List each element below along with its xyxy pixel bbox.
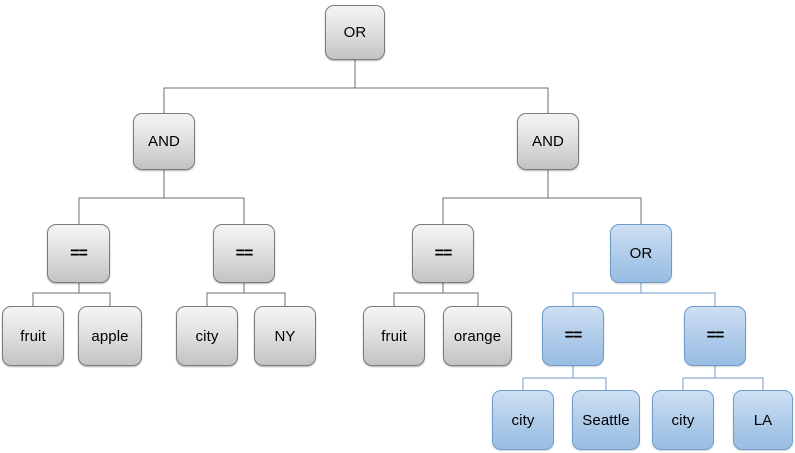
tree-node-label: LA xyxy=(753,411,773,429)
tree-edge-eq-blue-2-to-leaf-city3 xyxy=(682,366,716,390)
tree-edge-and-right-to-eq-3 xyxy=(442,170,549,224)
tree-edge-eq-3-to-leaf-fruit2 xyxy=(393,283,444,306)
tree-node-leaf-la[interactable]: LA xyxy=(733,390,793,450)
tree-edge-and-left-to-eq-1 xyxy=(78,170,165,224)
tree-edge-or-blue-to-eq-blue-2 xyxy=(640,283,716,306)
tree-node-leaf-apple[interactable]: apple xyxy=(78,306,142,366)
tree-node-or-blue[interactable]: OR xyxy=(610,224,672,283)
tree-edge-eq-blue-1-to-leaf-seattle xyxy=(572,366,607,390)
tree-node-label: == xyxy=(235,244,254,262)
tree-node-label: OR xyxy=(343,24,367,41)
tree-node-leaf-city1[interactable]: city xyxy=(176,306,238,366)
tree-node-leaf-city2[interactable]: city xyxy=(492,390,554,450)
tree-edge-eq-1-to-leaf-apple xyxy=(78,283,111,306)
tree-node-label: Seattle xyxy=(582,411,630,429)
tree-edge-root-to-and-left xyxy=(163,60,356,113)
tree-node-label: == xyxy=(434,244,453,262)
tree-node-leaf-seattle[interactable]: Seattle xyxy=(572,390,640,450)
tree-node-eq-blue-1[interactable]: == xyxy=(542,306,604,366)
tree-edge-eq-3-to-leaf-orange xyxy=(442,283,479,306)
tree-edge-and-left-to-eq-2 xyxy=(163,170,245,224)
tree-node-label: city xyxy=(511,411,535,429)
tree-node-leaf-fruit1[interactable]: fruit xyxy=(2,306,64,366)
tree-edge-eq-blue-1-to-leaf-city2 xyxy=(522,366,574,390)
tree-node-eq-blue-2[interactable]: == xyxy=(684,306,746,366)
tree-node-label: city xyxy=(195,327,219,345)
tree-node-label: AND xyxy=(148,133,180,150)
tree-node-leaf-orange[interactable]: orange xyxy=(443,306,512,366)
tree-edge-eq-2-to-leaf-city1 xyxy=(206,283,245,306)
tree-node-leaf-city3[interactable]: city xyxy=(652,390,714,450)
tree-node-label: fruit xyxy=(381,327,407,345)
tree-node-root[interactable]: OR xyxy=(325,5,385,60)
tree-node-eq-1[interactable]: == xyxy=(47,224,110,283)
tree-node-label: == xyxy=(70,244,88,262)
tree-node-and-left[interactable]: AND xyxy=(133,113,195,170)
tree-edge-eq-2-to-leaf-ny xyxy=(243,283,286,306)
tree-node-label: city xyxy=(671,411,695,429)
tree-edge-root-to-and-right xyxy=(354,60,549,113)
tree-node-label: == xyxy=(564,327,583,344)
tree-node-label: fruit xyxy=(20,327,46,345)
tree-node-label: NY xyxy=(274,327,296,345)
tree-edge-eq-1-to-leaf-fruit1 xyxy=(32,283,80,306)
tree-node-eq-3[interactable]: == xyxy=(412,224,474,283)
tree-edge-or-blue-to-eq-blue-1 xyxy=(572,283,642,306)
tree-edge-eq-blue-2-to-leaf-la xyxy=(714,366,764,390)
tree-node-label: == xyxy=(706,327,725,344)
tree-node-leaf-fruit2[interactable]: fruit xyxy=(363,306,425,366)
tree-node-leaf-ny[interactable]: NY xyxy=(254,306,316,366)
tree-node-eq-2[interactable]: == xyxy=(213,224,275,283)
tree-node-and-right[interactable]: AND xyxy=(517,113,579,170)
tree-edge-and-right-to-or-blue xyxy=(547,170,642,224)
tree-node-label: apple xyxy=(91,327,129,345)
tree-node-label: AND xyxy=(532,133,564,150)
tree-node-label: OR xyxy=(629,245,653,262)
tree-node-label: orange xyxy=(453,327,502,345)
